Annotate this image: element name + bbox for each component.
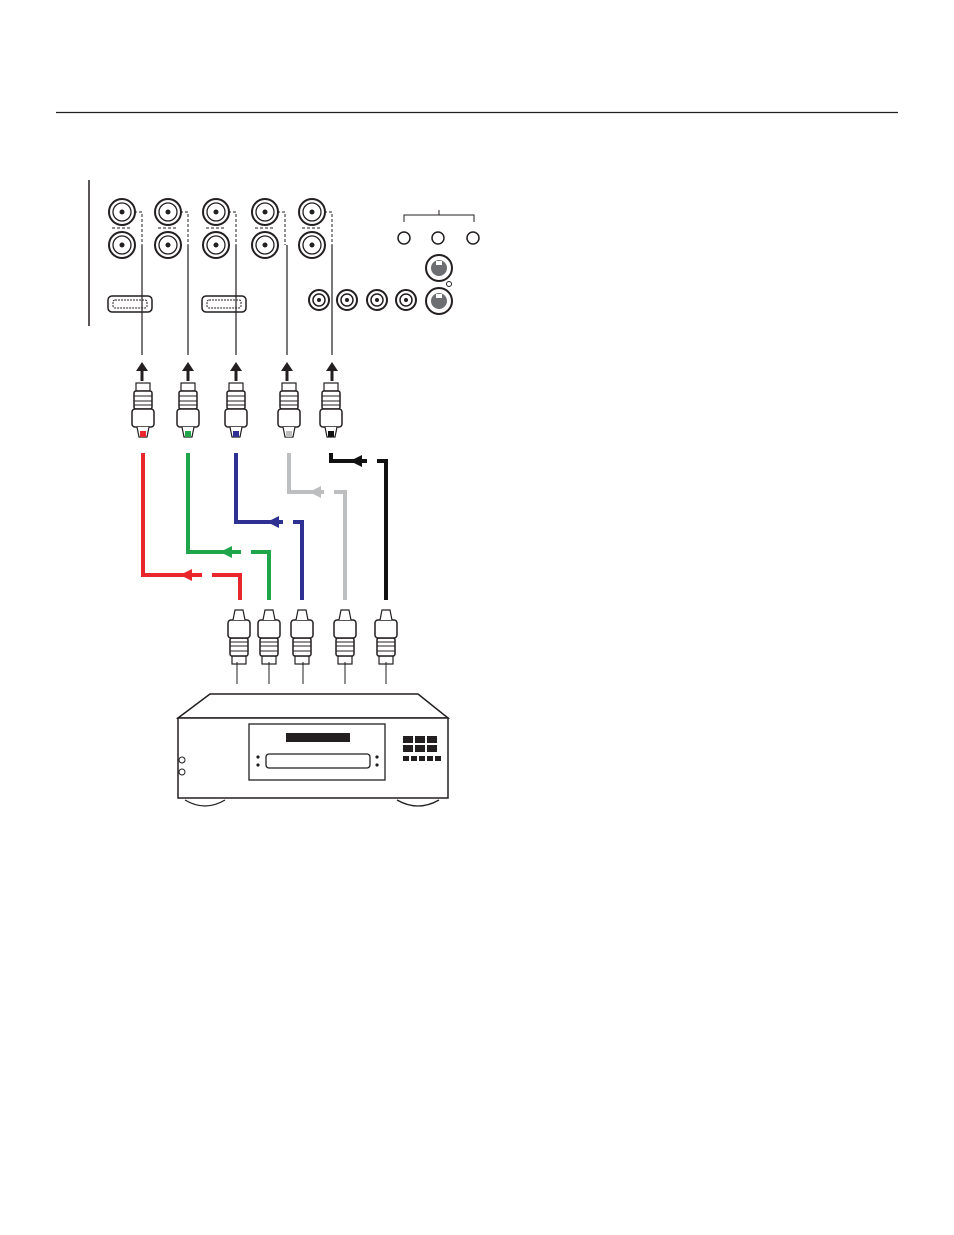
hdmi-port bbox=[108, 296, 152, 312]
component-cables bbox=[143, 453, 386, 600]
plug-color-band bbox=[185, 431, 191, 437]
lower-bnc-plugs bbox=[228, 610, 397, 664]
bnc-plug-red bbox=[132, 383, 154, 437]
control-buttons bbox=[403, 736, 441, 761]
cable-direction-arrow bbox=[267, 516, 279, 528]
player-foot bbox=[397, 800, 439, 806]
bnc-plug-green bbox=[258, 610, 280, 664]
cable-black bbox=[331, 453, 386, 600]
bnc-plug-blue bbox=[225, 383, 247, 437]
player-leader-lines bbox=[237, 662, 386, 684]
cable-direction-arrow bbox=[309, 486, 321, 498]
cable-direction-arrow bbox=[220, 546, 232, 558]
hdmi-port bbox=[202, 296, 246, 312]
s-video-port bbox=[426, 288, 452, 314]
bnc-plug-black bbox=[375, 610, 397, 664]
source-player bbox=[178, 694, 448, 806]
cable-gray bbox=[289, 453, 345, 600]
plug-color-band bbox=[328, 431, 334, 437]
bnc-plug-gray bbox=[278, 383, 300, 437]
mini-jack-group bbox=[398, 210, 479, 244]
bnc-plug-black bbox=[320, 383, 342, 437]
indicator-dot bbox=[375, 763, 378, 766]
bnc-plug-blue bbox=[291, 610, 313, 664]
indicator-dot bbox=[256, 755, 259, 758]
plug-color-band bbox=[140, 431, 146, 437]
cable-break bbox=[367, 457, 377, 465]
display-bezel bbox=[249, 724, 385, 780]
cable-break bbox=[202, 571, 212, 579]
cable-direction-arrow bbox=[180, 569, 192, 581]
standby-indicator bbox=[179, 769, 185, 775]
disc-tray bbox=[266, 754, 370, 768]
rca-jack-row bbox=[309, 290, 416, 310]
bnc-plug-green bbox=[177, 383, 199, 437]
display-window bbox=[286, 733, 350, 742]
indicator-dot bbox=[256, 763, 259, 766]
rear-panel bbox=[89, 180, 479, 355]
player-foot bbox=[185, 800, 225, 806]
s-video-port bbox=[426, 255, 452, 281]
bnc-plug-red bbox=[228, 610, 250, 664]
power-indicator bbox=[179, 757, 185, 763]
indicator-dot bbox=[375, 755, 378, 758]
bnc-plug-gray bbox=[334, 610, 356, 664]
upper-bnc-plugs bbox=[132, 383, 342, 437]
cable-direction-arrow bbox=[350, 455, 362, 467]
plug-color-band bbox=[286, 431, 292, 437]
indicator-dot bbox=[447, 282, 452, 287]
plug-color-band bbox=[233, 431, 239, 437]
connect-arrows bbox=[136, 362, 338, 381]
cable-break bbox=[283, 518, 293, 526]
cable-break bbox=[241, 548, 251, 556]
cable-break bbox=[324, 488, 334, 496]
cable-green bbox=[188, 453, 269, 600]
player-top bbox=[178, 694, 448, 718]
